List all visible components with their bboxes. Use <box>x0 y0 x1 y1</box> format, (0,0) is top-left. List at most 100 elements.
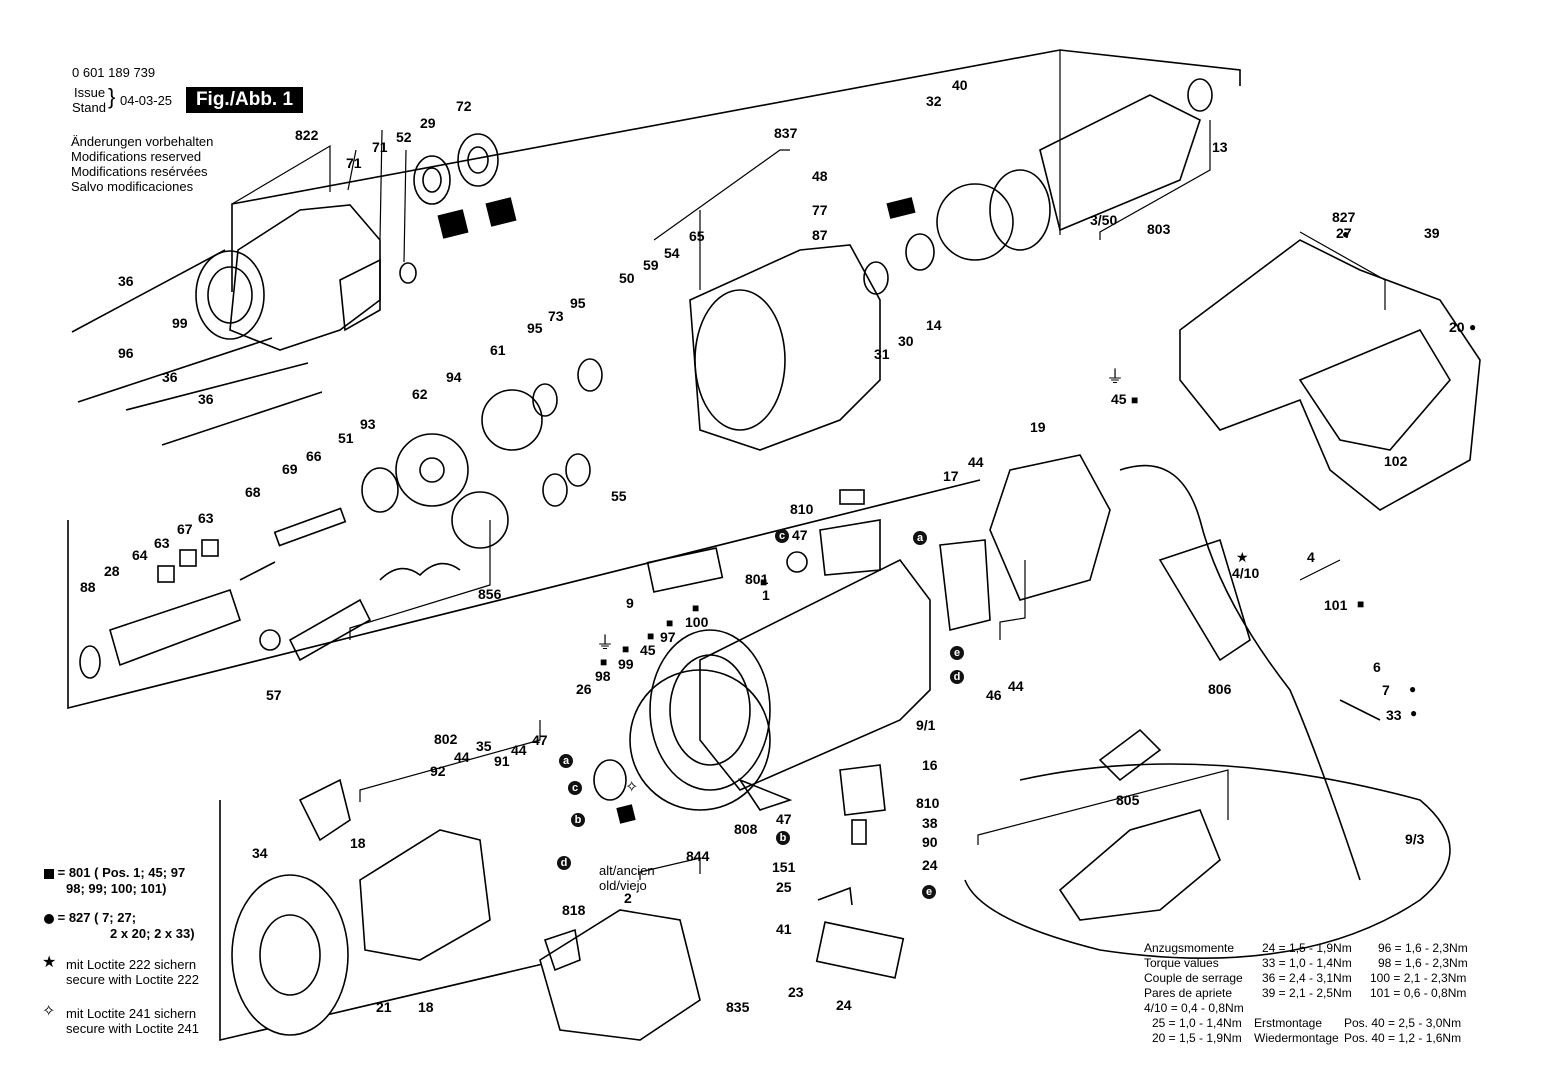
callout: 810 <box>916 795 940 811</box>
callout: 54 <box>664 245 680 261</box>
callout: 71 <box>346 155 362 171</box>
connector-c: c <box>775 529 789 543</box>
callout: 95 <box>527 320 543 336</box>
plate-808 <box>737 778 793 811</box>
legend-square-line2: 98; 99; 100; 101) <box>66 881 167 896</box>
motor-housing-837 <box>689 244 881 451</box>
brush-67 <box>179 549 197 567</box>
callout: 62 <box>412 386 428 402</box>
callout: 100 <box>685 614 709 630</box>
fan-guide-32 <box>936 183 1014 261</box>
handle-827 <box>1179 239 1481 511</box>
modifications-note-de: Änderungen vorbehalten <box>71 134 214 149</box>
washer-95b <box>577 358 603 392</box>
callout: 805 <box>1116 792 1140 808</box>
callout: 87 <box>812 227 828 243</box>
brush-63a <box>157 565 175 583</box>
switch-806 <box>1158 538 1251 662</box>
square-marker-99: ■ <box>622 642 630 656</box>
connector-d: d <box>950 670 964 684</box>
callout: 63 <box>198 510 214 526</box>
callout: 47 <box>792 527 808 543</box>
bearing-72 <box>457 133 499 187</box>
callout: 31 <box>874 346 890 362</box>
gear-62 <box>395 433 469 507</box>
square-symbol-icon <box>44 868 54 879</box>
torque-heading-de: Anzugsmomente <box>1144 941 1235 955</box>
callout: 9 <box>626 595 634 611</box>
field-844 <box>539 909 701 1041</box>
callout: 45 <box>1111 391 1127 407</box>
plate-9 <box>646 547 724 593</box>
part-810a <box>839 489 865 505</box>
legend-square-line1: = 801 ( Pos. 1; 45; 97 <box>44 865 185 880</box>
open-star-marker: ✧ <box>625 779 639 796</box>
callout: 72 <box>456 98 472 114</box>
callout: 61 <box>490 342 506 358</box>
callout: 44 <box>968 454 984 470</box>
module-16 <box>839 764 886 816</box>
screw-36a <box>71 249 226 333</box>
washer-95 <box>532 383 558 417</box>
torque-value: 98 = 1,6 - 2,3Nm <box>1378 956 1468 970</box>
torque-value: 25 = 1,0 - 1,4Nm <box>1152 1016 1242 1030</box>
callout: 88 <box>80 579 96 595</box>
pin-66 <box>273 507 347 547</box>
callout: 50 <box>619 270 635 286</box>
callout: 808 <box>734 821 758 837</box>
callout: 844 <box>686 848 710 864</box>
callout: 835 <box>726 999 750 1015</box>
field-802 <box>231 778 491 1036</box>
callout: 93 <box>360 416 376 432</box>
torque-value: Pos. 40 = 2,5 - 3,0Nm <box>1344 1016 1462 1030</box>
cable-805 <box>964 763 1451 959</box>
callout: 24 <box>836 997 852 1013</box>
label-plate-c <box>886 197 916 219</box>
connector-e: e <box>950 646 964 660</box>
callout: 13 <box>1212 139 1228 155</box>
torque-value: 100 = 2,1 - 2,3Nm <box>1370 971 1467 985</box>
old-version-label: alt/ancien <box>599 863 655 878</box>
torque-heading-en: Torque values <box>1144 956 1219 970</box>
callout: 856 <box>478 586 502 602</box>
callout: 63 <box>154 535 170 551</box>
torque-value: Pos. 40 = 1,2 - 1,6Nm <box>1344 1031 1462 1045</box>
label-plate-a <box>437 209 469 239</box>
leader-lines <box>231 50 1386 880</box>
spring-68 <box>239 561 276 581</box>
torque-value: 96 = 1,6 - 2,3Nm <box>1378 941 1468 955</box>
callout: 36 <box>198 391 214 407</box>
callout: 39 <box>1424 225 1440 241</box>
callout: 18 <box>418 999 434 1015</box>
callout: 23 <box>788 984 804 1000</box>
callout: 36 <box>162 369 178 385</box>
callout: 26 <box>576 681 592 697</box>
connector-b: b <box>776 831 790 845</box>
legend-star-line1: mit Loctite 222 sichern <box>66 957 197 972</box>
callout: 806 <box>1208 681 1232 697</box>
issue-label: Issue <box>74 85 106 100</box>
callout: 19 <box>1030 419 1046 435</box>
cable-6 <box>1119 464 1361 881</box>
callout: 18 <box>350 835 366 851</box>
callout: 101 <box>1324 597 1348 613</box>
legend-star-line2: secure with Loctite 222 <box>66 972 199 987</box>
bearing-29 <box>413 155 451 205</box>
bearing-26 <box>593 759 627 801</box>
callout: 52 <box>396 129 412 145</box>
callout: 97 <box>660 629 676 645</box>
callout: 29 <box>420 115 436 131</box>
torque-value: 39 = 2,1 - 2,5Nm <box>1262 986 1352 1000</box>
callout: 34 <box>252 845 268 861</box>
callout: 28 <box>104 563 120 579</box>
torque-value: 33 = 1,0 - 1,4Nm <box>1262 956 1352 970</box>
callout: 30 <box>898 333 914 349</box>
callout: 73 <box>548 308 564 324</box>
callout: 27 <box>1336 225 1352 241</box>
callout: 51 <box>338 430 354 446</box>
callout: 59 <box>643 257 659 273</box>
callout: 16 <box>922 757 938 773</box>
ground-icon: ⏚ <box>596 633 614 653</box>
callout: 24 <box>922 857 938 873</box>
